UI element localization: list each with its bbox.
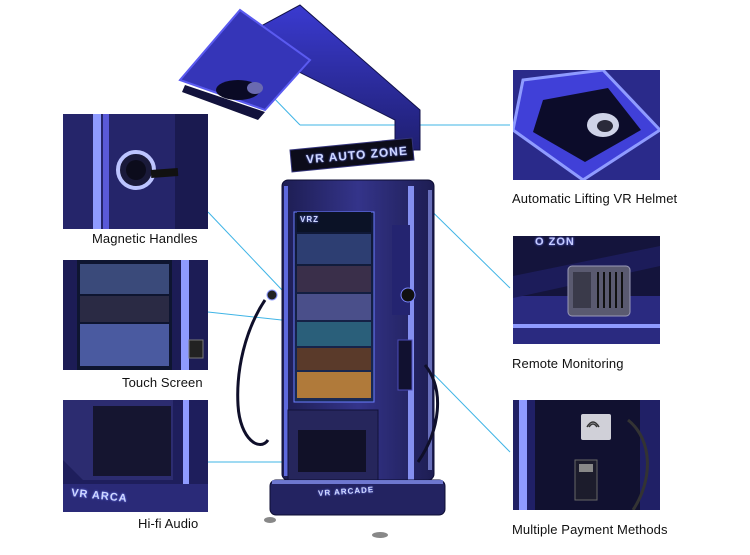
vr-helmet-photo bbox=[513, 70, 660, 180]
magnetic-handles-label: Magnetic Handles bbox=[92, 231, 198, 246]
handle-icon bbox=[63, 114, 208, 229]
hifi-audio-label: Hi-fi Audio bbox=[138, 516, 199, 531]
magnetic-handles-photo bbox=[63, 114, 208, 229]
screen-logo: VRZ bbox=[300, 215, 319, 224]
screen-icon bbox=[63, 260, 208, 370]
payment-methods-photo bbox=[513, 400, 660, 510]
payment-icon bbox=[513, 400, 660, 510]
payment-methods-label: Multiple Payment Methods bbox=[512, 522, 668, 537]
remote-monitoring-photo: O ZON bbox=[513, 236, 660, 344]
touch-screen-photo bbox=[63, 260, 208, 370]
remote-monitoring-label: Remote Monitoring bbox=[512, 356, 624, 371]
hifi-audio-photo: VR ARCA bbox=[63, 400, 208, 512]
speaker-icon bbox=[63, 400, 208, 512]
monitor-background-text: O ZON bbox=[535, 236, 575, 248]
camera-icon bbox=[513, 236, 660, 344]
helmet-icon bbox=[513, 70, 660, 180]
touch-screen-label: Touch Screen bbox=[122, 375, 203, 390]
vr-helmet-label: Automatic Lifting VR Helmet bbox=[512, 191, 678, 206]
